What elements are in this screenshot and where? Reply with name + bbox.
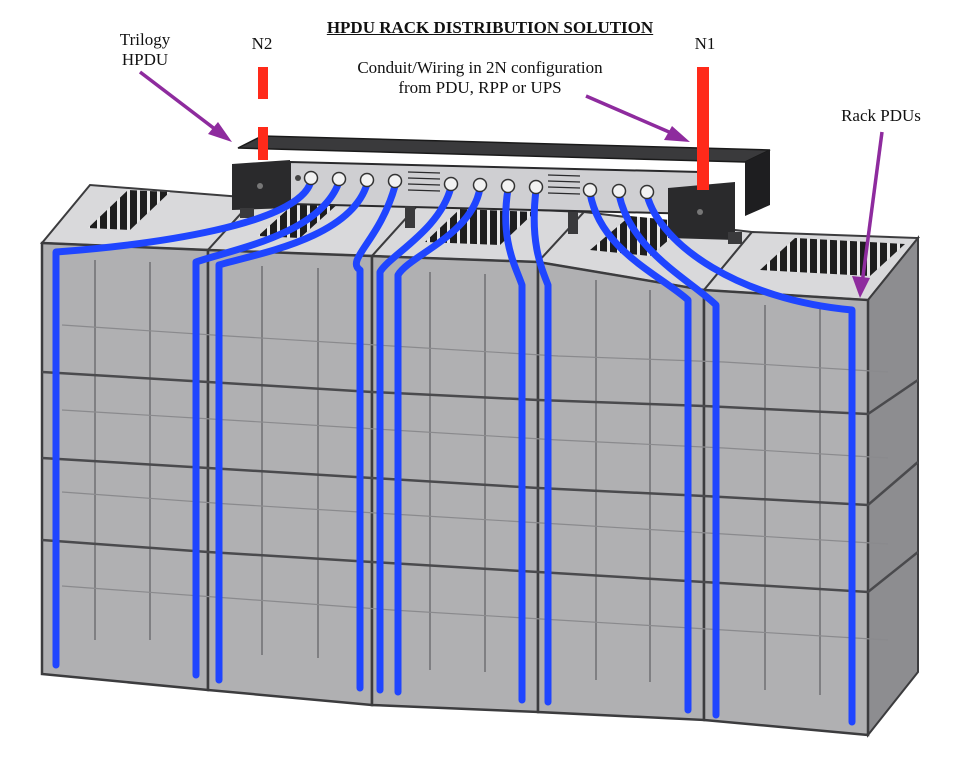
hpdu-outlet-1 bbox=[303, 170, 319, 186]
hpdu-bracket-3 bbox=[240, 208, 254, 218]
pdu-cable-5 bbox=[376, 183, 455, 694]
rack-pdu-cables bbox=[52, 177, 856, 726]
hpdu-outlet-6 bbox=[472, 177, 488, 193]
conduit-wiring-label: Conduit/Wiring in 2N configuration from … bbox=[330, 58, 630, 98]
hpdu-outlet-3 bbox=[359, 172, 375, 188]
pdu-cable-3 bbox=[215, 180, 371, 684]
diagram-title: HPDU RACK DISTRIBUTION SOLUTION bbox=[326, 18, 654, 37]
n1-label: N1 bbox=[694, 34, 716, 53]
conduit-arrow bbox=[585, 94, 677, 137]
hpdu-top-face bbox=[237, 135, 771, 163]
rack-pdus-arrow bbox=[860, 131, 884, 285]
n2-feed-segment-bottom bbox=[258, 127, 268, 160]
hpdu-cap-screw-left bbox=[257, 183, 263, 189]
pdu-cable-7 bbox=[502, 185, 526, 704]
hpdu-bracket-4 bbox=[728, 232, 742, 244]
pdu-cable-8 bbox=[530, 186, 552, 706]
hpdu-outlet-11 bbox=[639, 184, 655, 200]
rack-pdus-label: Rack PDUs bbox=[841, 106, 921, 125]
rack-shelf-edges bbox=[61, 324, 889, 641]
trilogy-label-line-2: HPDU bbox=[121, 50, 169, 69]
hpdu-outlet-5 bbox=[443, 176, 459, 192]
n2-label: N2 bbox=[251, 34, 273, 53]
hpdu-outlet-9 bbox=[582, 182, 598, 198]
vent-grille-1 bbox=[88, 190, 170, 230]
hpdu-label-plates bbox=[407, 171, 581, 195]
pdu-cable-1 bbox=[52, 177, 315, 669]
pdu-cable-10 bbox=[615, 190, 720, 719]
callout-arrowheads bbox=[208, 122, 870, 298]
rack-shelves bbox=[41, 370, 919, 594]
power-feeds bbox=[258, 67, 709, 190]
conduit-label-line-1: Conduit/Wiring in 2N configuration bbox=[357, 58, 603, 77]
n1-feed bbox=[697, 67, 709, 190]
pdu-cable-6 bbox=[394, 184, 484, 696]
hpdu-back-face bbox=[745, 150, 770, 216]
n2-feed-segment-top bbox=[258, 67, 268, 99]
hpdu-outlets bbox=[295, 170, 655, 200]
rack-side-face bbox=[867, 235, 919, 738]
trilogy-label-line-1: Trilogy bbox=[119, 30, 171, 49]
pdu-cable-11 bbox=[643, 191, 856, 726]
rack-fronts bbox=[40, 241, 870, 737]
hpdu-outlet-12 bbox=[295, 175, 301, 181]
pdu-cable-4 bbox=[352, 182, 399, 692]
hpdu-outlet-8 bbox=[528, 179, 544, 195]
pdu-cable-2 bbox=[192, 178, 343, 679]
hpdu-cap-screw-right bbox=[697, 209, 703, 215]
hpdu-outlet-2 bbox=[331, 171, 347, 187]
hpdu-outlet-7 bbox=[500, 178, 516, 194]
pdu-cable-9 bbox=[586, 189, 692, 714]
hpdu-bracket-1 bbox=[405, 206, 415, 228]
trilogy-arrow bbox=[138, 70, 226, 138]
callout-arrows bbox=[138, 70, 884, 285]
rack-front-5 bbox=[702, 288, 870, 737]
conduit-label-line-2: from PDU, RPP or UPS bbox=[398, 78, 562, 97]
hpdu-bracket-2 bbox=[568, 212, 578, 234]
hpdu-outlet-10 bbox=[611, 183, 627, 199]
hpdu-outlet-4 bbox=[387, 173, 403, 189]
vent-grille-5 bbox=[760, 238, 905, 276]
trilogy-hpdu-label: Trilogy HPDU bbox=[100, 30, 190, 70]
